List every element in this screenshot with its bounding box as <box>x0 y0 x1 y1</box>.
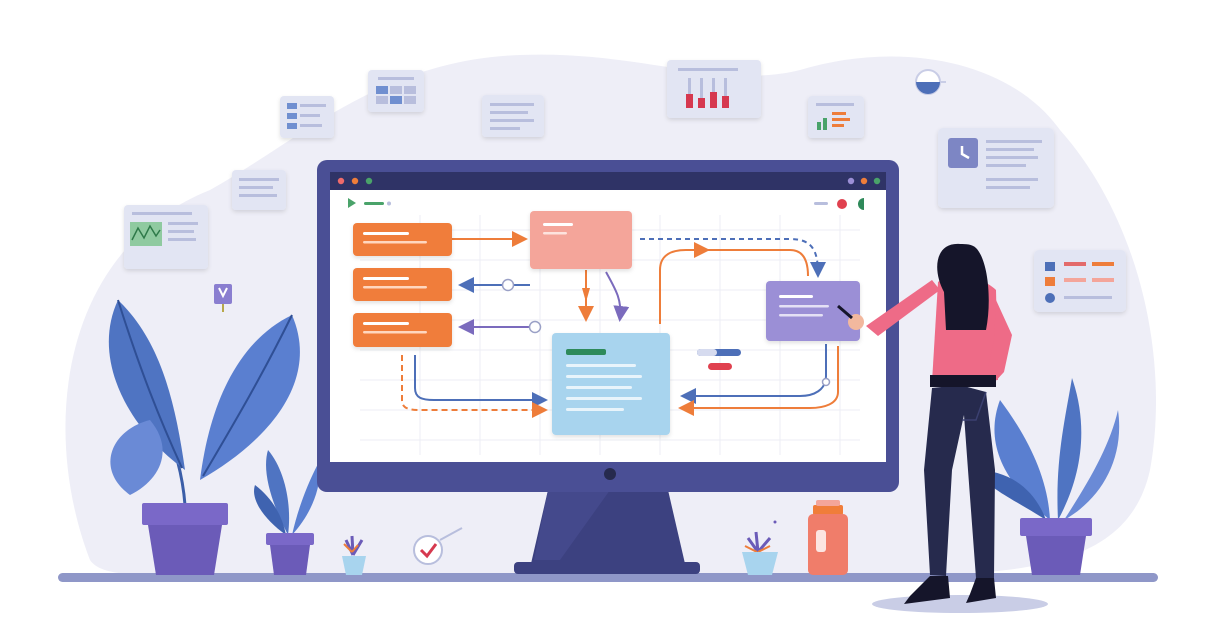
clock-card-icon <box>938 128 1054 208</box>
large-plant-right <box>975 378 1120 575</box>
flow-node-salmon[interactable] <box>530 211 632 269</box>
floating-card-tasks <box>1034 250 1126 312</box>
toolbar-dot <box>387 201 391 206</box>
window-dot-orange-right-icon <box>860 177 868 185</box>
bookmark-icon <box>214 284 232 312</box>
large-plant-left <box>108 299 300 506</box>
jar <box>808 500 848 575</box>
large-pot-left <box>142 503 228 575</box>
connector-handle[interactable] <box>501 278 515 292</box>
monitor <box>317 160 899 574</box>
tiny-plant-right <box>742 520 778 575</box>
small-plant-left <box>254 450 321 575</box>
flow-node-purple[interactable] <box>766 281 860 341</box>
pen-tool-icon <box>582 288 590 302</box>
flow-node-orange-1[interactable] <box>353 223 452 256</box>
floating-card-text <box>482 95 544 137</box>
connector-handle[interactable] <box>821 377 831 387</box>
tiny-plant-left <box>342 535 366 575</box>
bar-chart-card-icon <box>667 60 761 118</box>
window-dot-green-right-icon <box>873 177 881 185</box>
window-dot-red-icon <box>337 177 345 185</box>
play-icon[interactable] <box>348 198 356 208</box>
floor-line <box>58 573 1158 582</box>
window-titlebar <box>330 172 886 190</box>
flow-node-orange-2[interactable] <box>353 268 452 301</box>
connector-handle[interactable] <box>528 320 542 334</box>
flow-node-orange-3[interactable] <box>353 313 452 347</box>
flow-node-blue-main[interactable] <box>552 333 670 435</box>
toolbar-bar <box>364 202 384 205</box>
monitor-base <box>514 562 700 574</box>
window-dot-orange-icon <box>351 177 359 185</box>
flow-connectors <box>401 231 839 418</box>
check-circle-icon <box>413 527 463 565</box>
floating-card-text-left <box>232 170 286 210</box>
floating-card-chart-small <box>808 96 864 138</box>
record-icon[interactable] <box>837 199 847 209</box>
power-button <box>604 468 616 480</box>
window-dot-purple-icon <box>847 177 855 185</box>
woman-presenter <box>837 243 1048 613</box>
window-dot-green-icon <box>365 177 373 185</box>
lightbulb-icon <box>915 69 946 95</box>
shape-icon[interactable] <box>858 198 864 210</box>
floating-card-list <box>280 96 334 138</box>
floating-card-table <box>368 70 424 112</box>
toolbar-slider[interactable] <box>814 202 828 205</box>
toggle-chips[interactable] <box>697 349 741 370</box>
floating-card-graph <box>124 205 208 269</box>
